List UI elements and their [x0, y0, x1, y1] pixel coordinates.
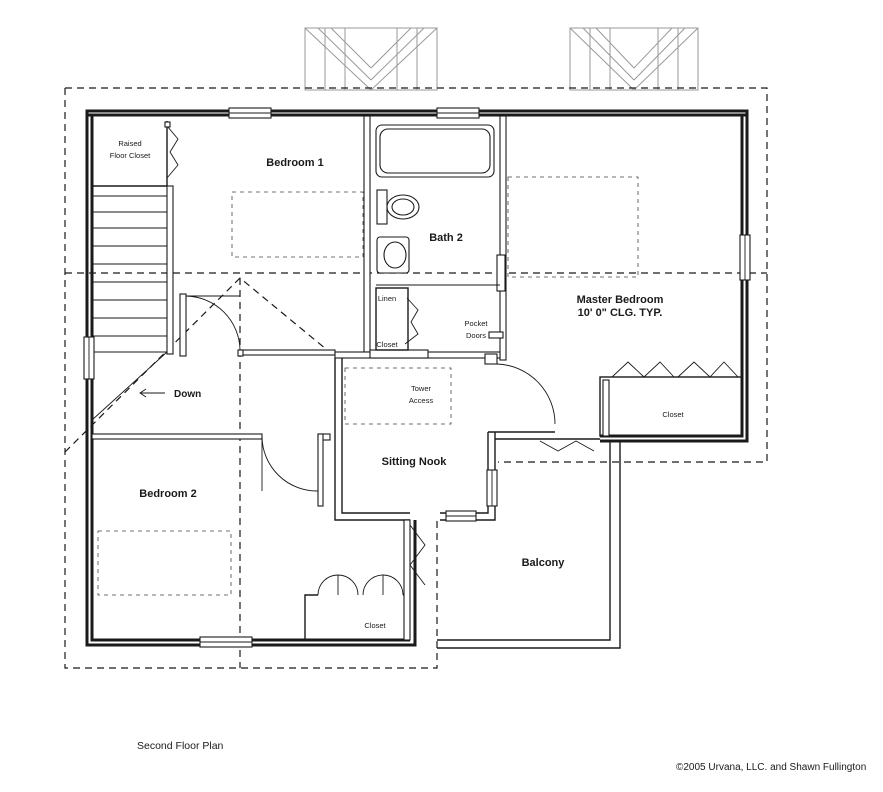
windows	[83, 107, 751, 648]
roof-dormer-right	[569, 27, 699, 91]
label-bedroom-1: Bedroom 1	[266, 157, 323, 169]
label-ceiling-height: 10' 0" CLG. TYP.	[578, 307, 663, 319]
roof-dormer-left	[304, 27, 438, 91]
label-linen-closet: Closet	[376, 340, 398, 349]
label-linen: Linen	[378, 294, 396, 303]
label-down: Down	[174, 389, 201, 400]
label-pocket: Pocket	[465, 319, 489, 328]
label-raised-closet-1: Raised	[118, 139, 141, 148]
label-tower: Tower	[411, 384, 432, 393]
label-balcony: Balcony	[522, 557, 566, 569]
bath-fixtures	[375, 124, 500, 351]
plan-title: Second Floor Plan	[137, 740, 224, 752]
label-master-bedroom: Master Bedroom	[577, 294, 664, 306]
label-master-closet: Closet	[662, 410, 684, 419]
staircase	[91, 195, 168, 421]
interior-walls	[91, 115, 743, 641]
furniture-outlines	[97, 176, 639, 596]
balcony-railing	[437, 441, 621, 649]
doors	[164, 121, 739, 596]
label-raised-closet-2: Floor Closet	[110, 151, 151, 160]
label-bedroom2-closet: Closet	[364, 621, 386, 630]
label-bedroom-2: Bedroom 2	[139, 488, 196, 500]
label-pocket-doors: Doors	[466, 331, 486, 340]
label-sitting-nook: Sitting Nook	[382, 456, 448, 468]
copyright-notice: ©2005 Urvana, LLC. and Shawn Fullington	[676, 762, 867, 773]
label-tower-access: Access	[409, 396, 433, 405]
roof-overhang-lines	[64, 87, 768, 669]
exterior-walls	[85, 109, 749, 647]
label-bath-2: Bath 2	[429, 232, 463, 244]
room-labels: Bedroom 1 Bath 2 Master Bedroom 10' 0" C…	[110, 139, 685, 630]
